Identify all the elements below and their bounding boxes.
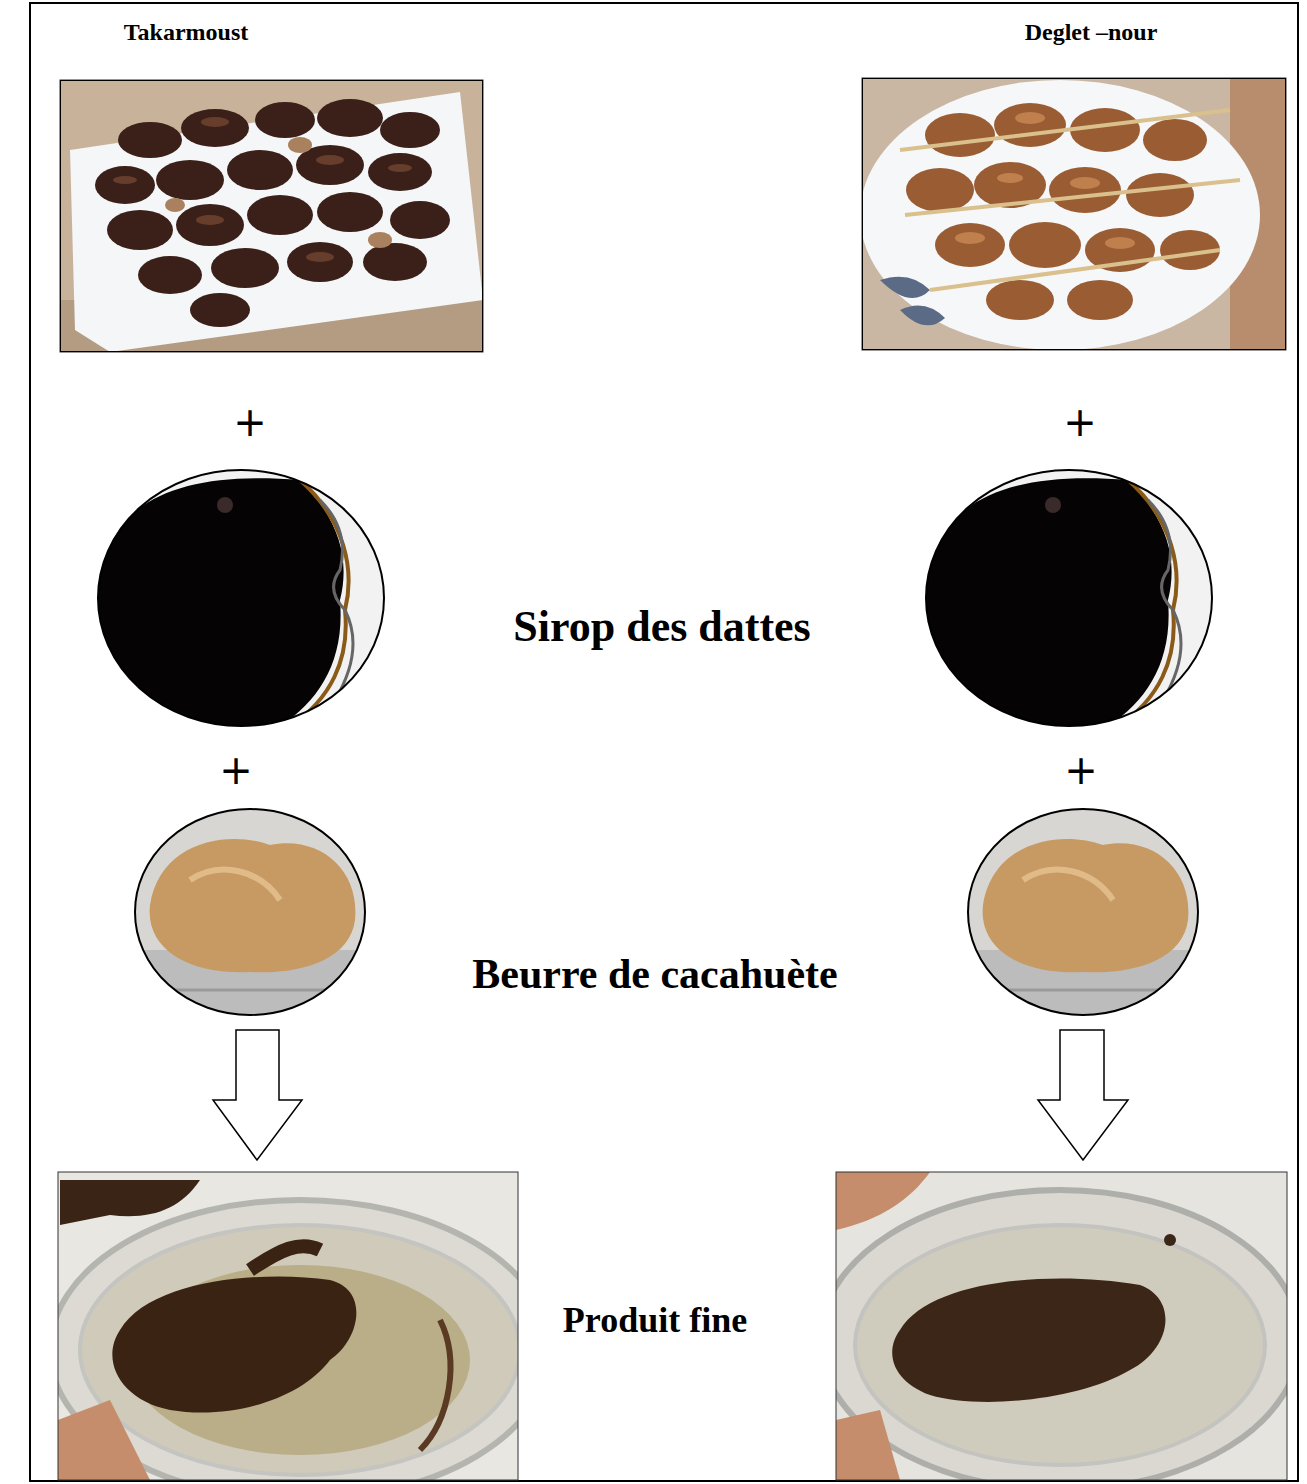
ingredient-label: Produit fine [563, 1302, 747, 1338]
photo-box: Deglet –nour [862, 78, 1286, 350]
plus-sign: + [1064, 750, 1098, 790]
plus-sign: + [1063, 402, 1097, 442]
variety-heading: Takarmoust [124, 19, 248, 46]
plus-sign: + [219, 750, 253, 790]
plus-sign: + [233, 402, 267, 442]
photo-box: Takarmoust [60, 80, 483, 352]
ingredient-label: Beurre de cacahuète [472, 953, 837, 995]
ingredient-label: Sirop des dattes [513, 605, 810, 649]
variety-heading: Deglet –nour [1025, 19, 1158, 46]
